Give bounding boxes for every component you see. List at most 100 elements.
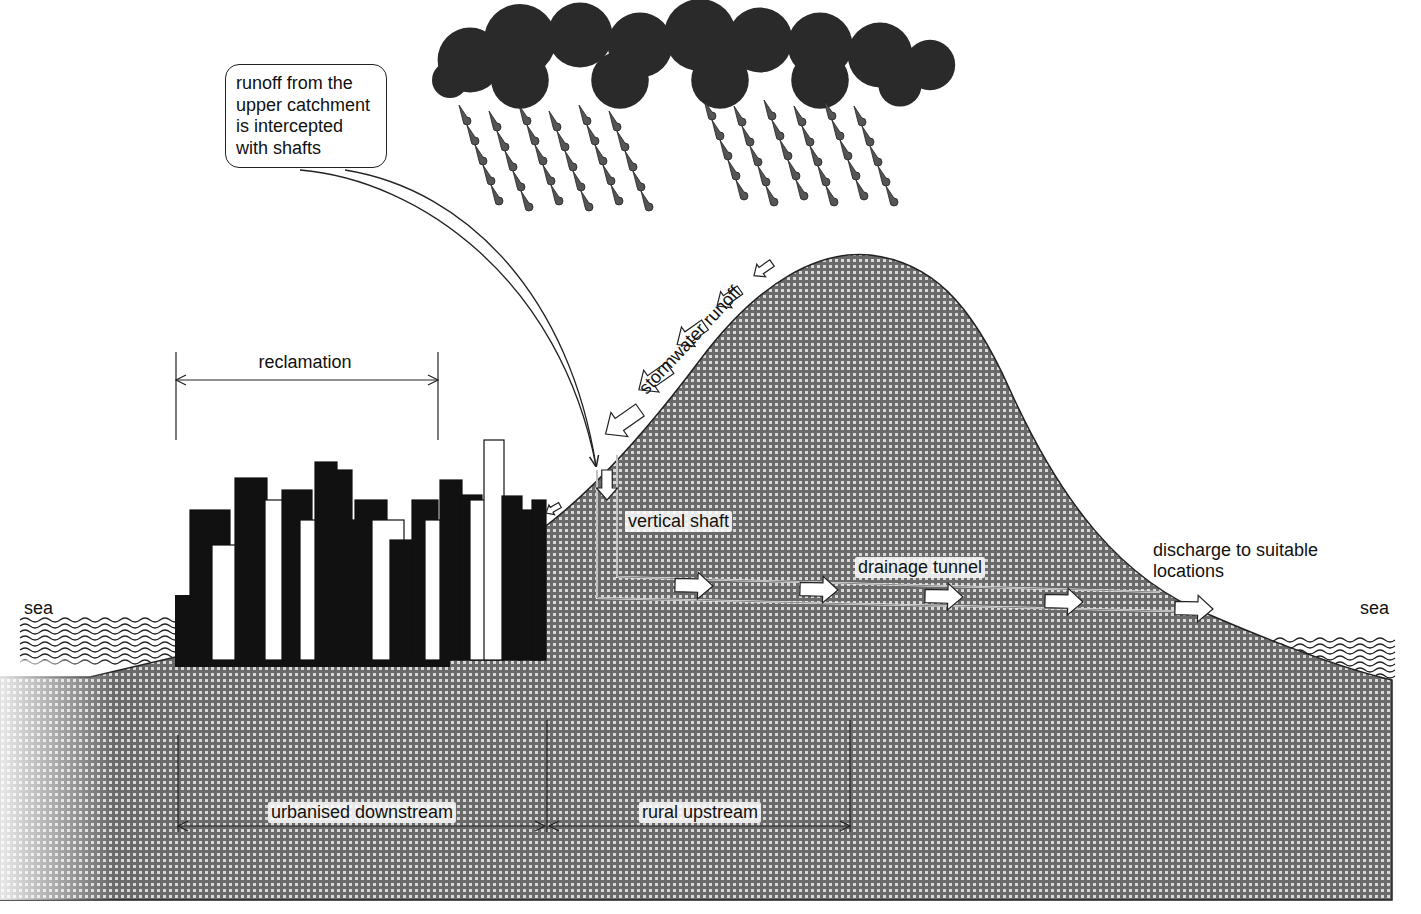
raindrop [535,145,547,165]
raindrop [587,125,599,145]
raindrop [497,131,509,151]
raindrop [565,151,577,171]
building [532,500,546,660]
raindrop [734,106,746,126]
note-label: discharge to suitable locations [1153,540,1323,581]
sea-label: sea [1360,598,1389,619]
raindrop [521,191,533,211]
rain-cloud [591,51,649,109]
raindrop [862,126,874,146]
rain-cloud [791,51,849,109]
flow-arrow [925,583,964,611]
raindrop [818,166,830,186]
raindrop [579,105,591,125]
raindrop [810,146,822,166]
raindrop [617,131,629,151]
dimension-label: rural upstream [639,802,761,823]
raindrop [712,120,724,140]
raindrop [551,185,563,205]
raindrop [886,186,898,206]
raindrop [766,186,778,206]
raindrop [780,140,792,160]
raindrop [720,140,732,160]
raindrop [641,191,653,211]
raindrop [870,146,882,166]
callout-box: runoff from the upper catchment is inter… [225,64,387,168]
sea-wave [20,654,180,658]
rain-cloud [878,63,921,106]
callout-text: runoff from the upper catchment is inter… [236,73,376,159]
flow-arrow [675,572,714,600]
raindrop [848,160,860,180]
flow-arrow [1175,595,1214,623]
raindrop [704,100,716,120]
raindrop [557,131,569,151]
flow-arrow [750,257,777,282]
rain-cloud [691,51,749,109]
raindrop [549,111,561,131]
part-label: vertical shaft [625,511,732,532]
raindrop [742,126,754,146]
part-label: drainage tunnel [855,557,985,578]
sea-wave [20,642,180,646]
sea-label: sea [24,598,53,619]
raindrop [788,160,800,180]
raindrop [595,145,607,165]
raindrop [796,180,808,200]
raindrop [475,145,487,165]
raindrop [519,105,531,125]
raindrop [611,185,623,205]
drainage-tunnel [597,455,1210,612]
raindrop [802,126,814,146]
dimension-label: urbanised downstream [268,802,456,823]
raindrop [513,171,525,191]
raindrop [483,165,495,185]
leader-line [300,170,596,466]
sea-wave [20,648,180,652]
rain-cloud [491,51,549,109]
raindrop [824,100,836,120]
raindrop [856,180,868,200]
raindrop [491,185,503,205]
flow-arrow [597,470,618,500]
raindrop [505,151,517,171]
raindrop [728,160,740,180]
raindrop [826,186,838,206]
raindrop [764,100,776,120]
raindrop [840,140,852,160]
sea-wave [20,630,180,634]
dimension-bracket [176,352,850,832]
raindrop [603,165,615,185]
flow-arrow [543,500,562,518]
rain-cloud [432,62,468,98]
sea-wave [20,636,180,640]
sea-wave [20,624,180,628]
raindrop [625,151,637,171]
flow-arrow [597,398,648,446]
building [484,440,504,660]
raindrop [609,111,621,131]
raindrop [794,106,806,126]
flow-arrow [1045,588,1084,616]
raindrop [489,111,501,131]
raindrop [527,125,539,145]
raindrop [467,125,479,145]
raindrop [573,171,585,191]
raindrop [736,180,748,200]
raindrop [832,120,844,140]
raindrop [459,105,471,125]
raindrop [581,191,593,211]
flow-arrow [800,576,839,604]
building [440,480,462,660]
raindrop [758,166,770,186]
raindrop [543,165,555,185]
sea-wave [20,618,180,622]
raindrop [878,166,890,186]
raindrop [750,146,762,166]
raindrop [854,106,866,126]
dimension-label: reclamation [258,352,351,373]
raindrop [633,171,645,191]
